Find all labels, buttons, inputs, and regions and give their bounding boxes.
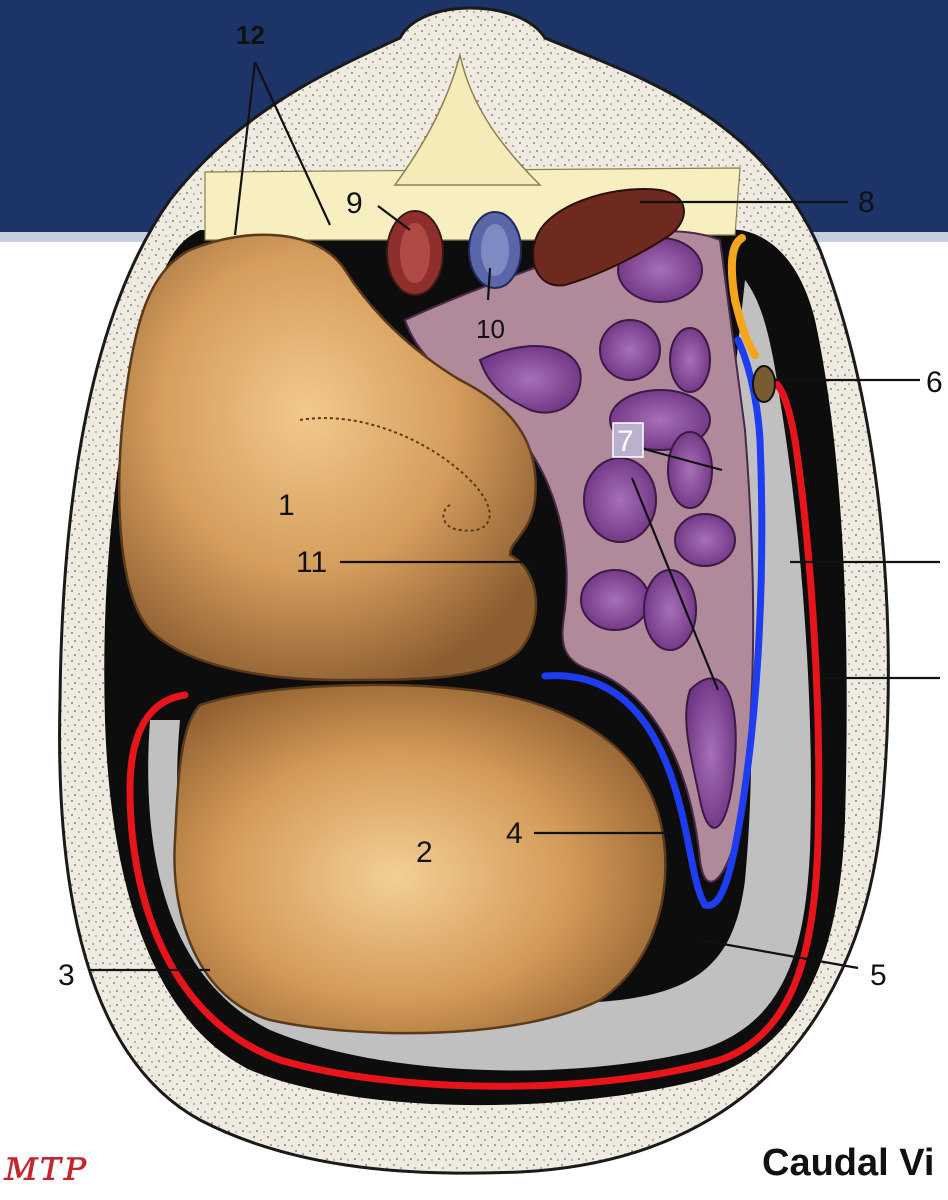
label-4: 4 [506, 817, 523, 850]
abomasum [173, 683, 667, 1035]
label-2: 2 [416, 836, 433, 869]
label-6: 6 [926, 366, 943, 399]
small-vessel [752, 365, 776, 403]
label-1: 1 [278, 489, 295, 522]
omasal-lamina-fold [299, 417, 491, 532]
label-5: 5 [870, 959, 887, 992]
lymph-node [532, 188, 685, 287]
label-9: 9 [346, 187, 363, 220]
label-12: 12 [236, 20, 265, 50]
spinous-process [393, 54, 542, 186]
label-7-badge [612, 422, 644, 458]
label-3: 3 [58, 959, 75, 992]
leader-lines [90, 61, 940, 972]
yellow-line [727, 234, 759, 359]
view-caption: Caudal Vi [762, 1142, 935, 1184]
logo-mark: ᴍᴛᴘ [4, 1140, 87, 1191]
label-7: 7 [617, 425, 634, 458]
artery-lumen [400, 223, 430, 283]
omasum [118, 233, 538, 682]
label-11: 11 [296, 546, 327, 579]
vein-lumen [481, 224, 509, 276]
blue-line [541, 336, 766, 909]
label-10: 10 [476, 314, 505, 344]
red-line [126, 371, 823, 1090]
reticular-cells [478, 237, 737, 829]
label-8: 8 [858, 186, 875, 219]
